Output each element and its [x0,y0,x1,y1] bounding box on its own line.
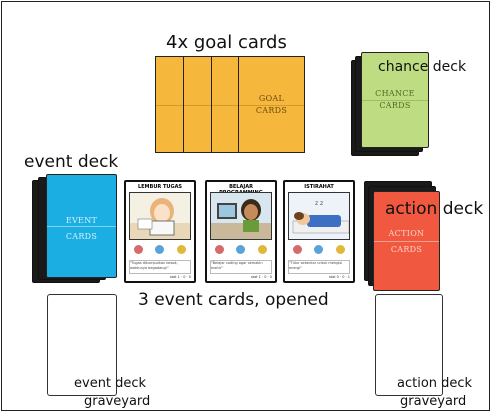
event-illustration [129,192,191,240]
event-deck-caption: event deck [24,152,119,172]
event-stats [287,242,351,256]
action-deck-caption: action deck [385,199,484,219]
goal-card-line1: GOAL [258,94,285,103]
event-illustration [210,192,272,240]
event-stats [209,242,273,256]
event-graveyard-caption-line1: event deck [74,376,147,391]
opened-event-card-3[interactable]: ISTIRAHAT z z "Tidur sebentar untuk meng… [283,180,355,283]
event-illustration: z z [288,192,350,240]
action-graveyard-caption-line2: graveyard [400,394,467,409]
opened-event-card-1[interactable]: LEMBUR TUGAS "Tugas dikumpulkan besok, w… [124,180,196,283]
svg-text:z z: z z [315,200,323,207]
opened-event-card-2[interactable]: BELAJAR PROGRAMMING "Belajar coding agar… [205,180,277,283]
opened-cards-caption: 3 event cards, opened [138,290,329,310]
goal-card-4[interactable]: GOAL CARDS [238,56,305,153]
chance-deck-top-card[interactable]: CHANCE CARDS [361,52,429,148]
chance-card-line2: CARDS [379,101,411,110]
event-card-description: "Belajar coding agar semakin mahir" [210,260,272,274]
event-card-line1: EVENT [65,216,98,225]
chance-deck-caption: chance deck [378,59,467,75]
action-graveyard-caption-line1: action deck [397,376,473,391]
action-deck-top-card[interactable]: ACTION CARDS [373,191,440,291]
event-card-description: "Tugas dikumpulkan besok, waktunya begad… [129,260,191,274]
event-card-footer: stat 1 · 0 · 0 [250,275,272,279]
event-card-description: "Tidur sebentar untuk mengisi energi" [288,260,350,274]
action-card-line2: CARDS [390,245,423,254]
event-card-line2: CARDS [65,232,98,241]
event-card-footer: stat 0 · 0 · 1 [328,275,350,279]
event-stats [128,242,192,256]
event-deck-graveyard-slot[interactable] [47,294,117,396]
event-graveyard-caption-line2: graveyard [84,394,151,409]
action-card-line1: ACTION [388,229,425,238]
event-card-title: ISTIRAHAT [304,184,334,190]
event-card-footer: stat 1 · 0 · 0 [169,275,191,279]
goal-cards-caption: 4x goal cards [166,32,287,53]
action-deck-graveyard-slot[interactable] [375,294,443,396]
goal-card-line2: CARDS [255,106,288,115]
chance-card-line1: CHANCE [375,89,415,98]
event-card-title: LEMBUR TUGAS [137,184,183,190]
event-deck-top-card[interactable]: EVENT CARDS [46,174,117,278]
